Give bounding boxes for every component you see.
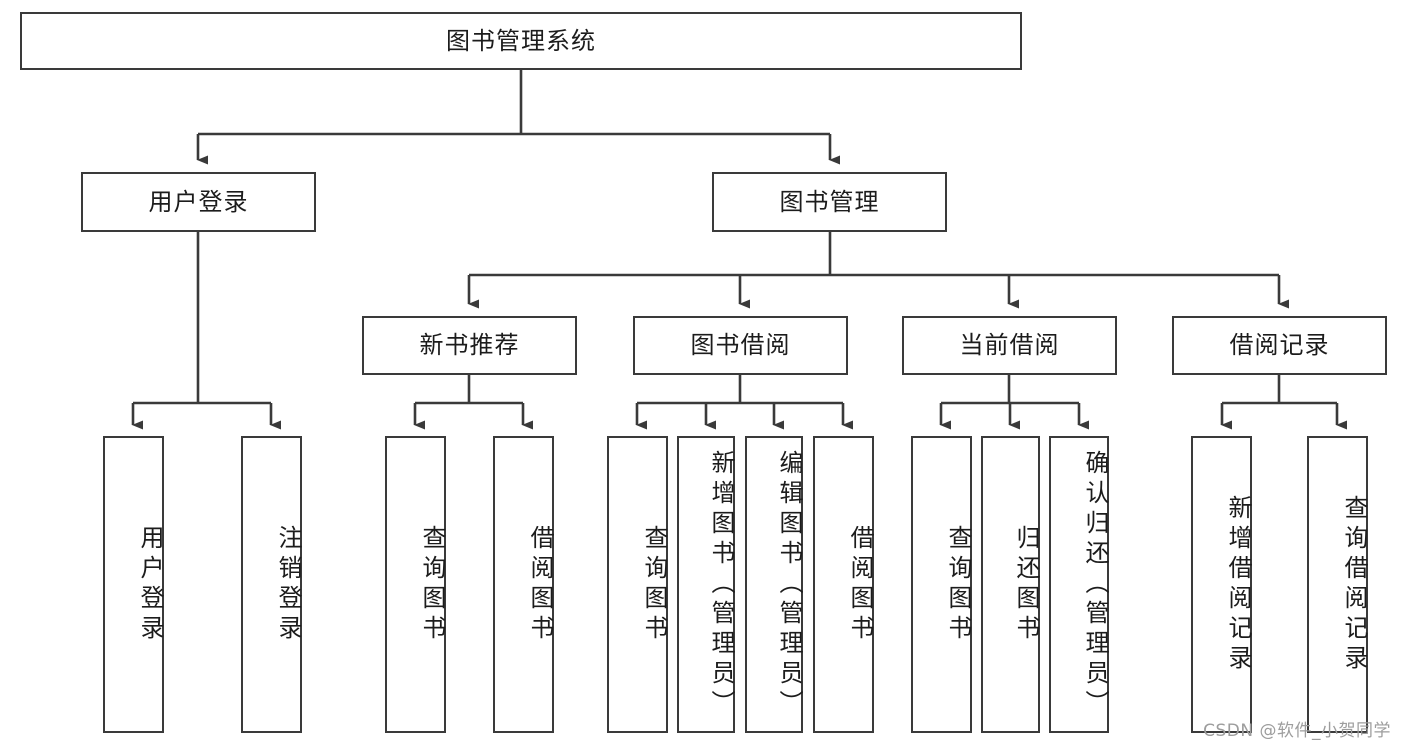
- node-label: 图书管理: [779, 187, 880, 216]
- node-root-system[interactable]: 图书管理系统: [20, 12, 1022, 70]
- leaf-query-book-borrow[interactable]: 查询图书: [607, 436, 668, 733]
- leaf-query-borrow-record[interactable]: 查询借阅记录: [1307, 436, 1368, 733]
- node-book-management[interactable]: 图书管理: [712, 172, 947, 232]
- leaf-logout-login[interactable]: 注销登录: [241, 436, 302, 733]
- leaf-borrow-book-recommend[interactable]: 借阅图书: [493, 436, 554, 733]
- node-label: 借阅图书: [846, 524, 874, 645]
- node-label: 查询图书: [418, 524, 446, 645]
- leaf-query-book-recommend[interactable]: 查询图书: [385, 436, 446, 733]
- node-label: 用户登录: [148, 187, 249, 216]
- node-label: 编辑图书（管理员）: [775, 449, 803, 720]
- node-label: 当前借阅: [959, 331, 1060, 360]
- node-label: 图书管理系统: [446, 26, 596, 55]
- node-label: 新增图书（管理员）: [707, 449, 735, 720]
- node-book-borrow[interactable]: 图书借阅: [633, 316, 848, 375]
- node-user-login[interactable]: 用户登录: [81, 172, 316, 232]
- node-label: 图书借阅: [690, 331, 791, 360]
- csdn-watermark: CSDN @软件_小贺同学: [1203, 721, 1391, 741]
- node-borrow-record[interactable]: 借阅记录: [1172, 316, 1387, 375]
- leaf-add-borrow-record[interactable]: 新增借阅记录: [1191, 436, 1252, 733]
- leaf-edit-book-admin[interactable]: 编辑图书（管理员）: [745, 436, 803, 733]
- node-label: 用户登录: [136, 524, 164, 645]
- node-label: 新增借阅记录: [1224, 494, 1252, 675]
- node-label: 借阅图书: [526, 524, 554, 645]
- node-label: 注销登录: [274, 524, 302, 645]
- node-label: 借阅记录: [1229, 331, 1330, 360]
- leaf-confirm-return-admin[interactable]: 确认归还（管理员）: [1049, 436, 1109, 733]
- node-label: 查询图书: [944, 524, 972, 645]
- leaf-add-book-admin[interactable]: 新增图书（管理员）: [677, 436, 735, 733]
- node-current-borrow[interactable]: 当前借阅: [902, 316, 1117, 375]
- node-label: 确认归还（管理员）: [1081, 449, 1109, 720]
- node-new-book-recommend[interactable]: 新书推荐: [362, 316, 577, 375]
- node-label: 新书推荐: [419, 331, 520, 360]
- node-label: 查询借阅记录: [1340, 494, 1368, 675]
- node-label: 归还图书: [1012, 524, 1040, 645]
- leaf-user-login[interactable]: 用户登录: [103, 436, 164, 733]
- leaf-borrow-book[interactable]: 借阅图书: [813, 436, 874, 733]
- node-label: 查询图书: [640, 524, 668, 645]
- leaf-return-book[interactable]: 归还图书: [981, 436, 1040, 733]
- leaf-query-book-current[interactable]: 查询图书: [911, 436, 972, 733]
